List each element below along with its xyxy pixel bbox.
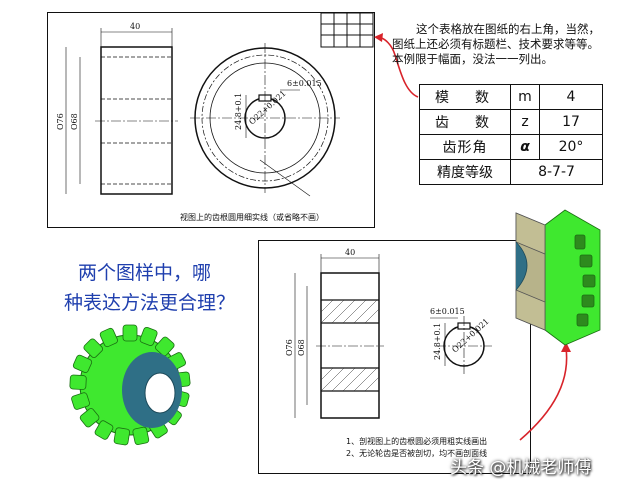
spec-symbol: z <box>510 109 540 135</box>
spec-label: 模 数 <box>419 84 511 110</box>
spec-row: 齿 数 z 17 <box>419 109 603 135</box>
note-line-3: 本例限于幅面，没法一一列出。 <box>392 52 553 66</box>
top-front-view <box>190 43 340 197</box>
bottom-arrowhead <box>561 342 571 352</box>
title-grid <box>320 12 374 48</box>
spec-label: 齿 数 <box>419 109 511 135</box>
sectioned-gear-right-icon <box>515 209 601 346</box>
question-line-1: 两个图样中，哪 <box>78 262 212 284</box>
bottom-caption: 1、剖视图上的齿根圆必须用粗实线画出 2、无论轮齿是否被剖切，均不画剖面线 <box>346 436 487 460</box>
watermark: 头条 @机械老师傅 <box>450 458 592 478</box>
bottom-dim-key-depth: 24.8+0.1 <box>433 323 442 360</box>
top-dim-od: O76 <box>56 113 65 130</box>
bottom-dim-pd: O68 <box>297 339 306 356</box>
bottom-dim-od: O76 <box>285 339 294 356</box>
spec-value: 17 <box>539 109 603 135</box>
note-arrowhead <box>374 33 383 42</box>
bottom-caption-line-1: 1、剖视图上的齿根圆必须用粗实线画出 <box>346 437 488 446</box>
gear-spec-table: 模 数 m 4 齿 数 z 17 齿形角 α 20° 精度等级 8-7-7 <box>419 84 603 185</box>
spec-label: 齿形角 <box>419 134 511 160</box>
spec-value: 20° <box>539 134 603 160</box>
bottom-front-view <box>430 316 492 376</box>
top-dim-pd: O68 <box>70 113 79 130</box>
question-line-2: 种表达方法更合理？ <box>64 292 236 314</box>
bottom-arrow <box>519 347 568 441</box>
spec-row: 精度等级 8-7-7 <box>419 159 603 185</box>
bottom-side-view <box>294 254 384 419</box>
top-dim-width: 40 <box>130 22 140 31</box>
bottom-hatching <box>320 299 380 392</box>
note-block: 这个表格放在图纸的右上角，当然， 图纸上还必须有标题栏、技术要求等等。 本例限于… <box>392 22 632 67</box>
bottom-drawing-frame <box>258 240 531 474</box>
top-side-view <box>65 28 178 195</box>
spec-symbol: m <box>510 84 540 110</box>
spec-symbol: α <box>510 134 540 160</box>
bottom-dim-width: 40 <box>345 248 355 257</box>
green-gear-left-icon <box>69 324 191 446</box>
top-caption: 视图上的齿根圆用细实线（或省略不画） <box>180 213 324 222</box>
spec-row: 模 数 m 4 <box>419 84 603 110</box>
spec-label: 精度等级 <box>419 159 511 185</box>
note-arrow <box>377 36 419 98</box>
spec-row: 齿形角 α 20° <box>419 134 603 160</box>
top-dim-key-depth: 24.8+0.1 <box>234 93 243 130</box>
top-dim-keyway: 6±0.015 <box>287 79 322 88</box>
question-block: 两个图样中，哪 种表达方法更合理？ <box>64 258 235 318</box>
note-line-2: 图纸上还必须有标题栏、技术要求等等。 <box>392 37 599 51</box>
bottom-dim-keyway: 6±0.015 <box>430 307 465 316</box>
spec-value: 8-7-7 <box>510 159 603 185</box>
note-line-1: 这个表格放在图纸的右上角，当然， <box>416 22 600 36</box>
spec-value: 4 <box>539 84 603 110</box>
bottom-caption-line-2: 2、无论轮齿是否被剖切，均不画剖面线 <box>346 449 488 458</box>
